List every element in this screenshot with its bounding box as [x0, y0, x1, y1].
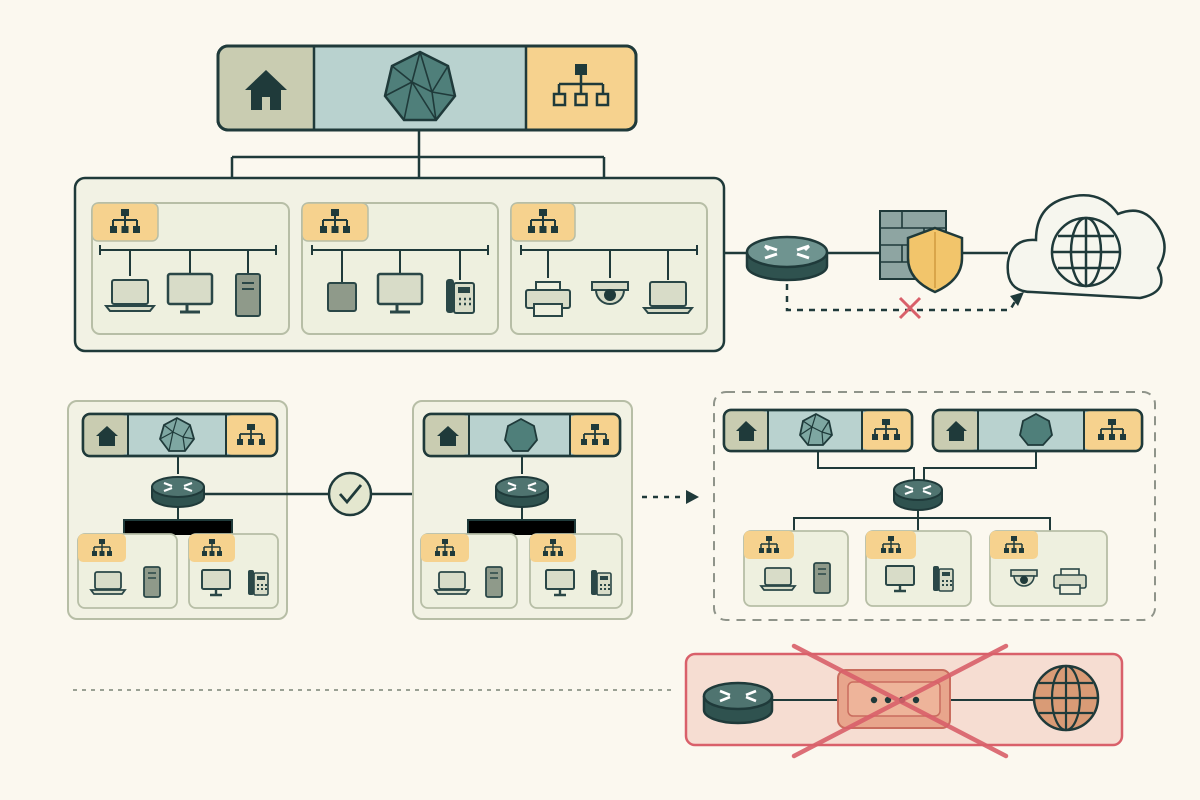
router-icon — [151, 476, 205, 508]
home-icon — [245, 70, 287, 110]
polyhedron-icon — [159, 416, 195, 452]
merged-cluster — [713, 391, 1156, 621]
firewall-shield-icon — [879, 210, 964, 294]
printer-icon — [1053, 568, 1087, 595]
site-b-cluster — [412, 400, 633, 620]
polyhedron-icon — [799, 412, 833, 446]
laptop-icon — [641, 281, 695, 314]
hierarchy-icon — [1004, 536, 1024, 553]
desk-phone-icon — [933, 566, 954, 592]
segment-1 — [91, 202, 290, 335]
laptop-icon — [433, 571, 471, 595]
laptop-icon — [759, 567, 797, 591]
segment-3 — [510, 202, 708, 335]
desk-phone-icon — [446, 279, 475, 314]
router-icon — [702, 681, 774, 725]
polyhedron-icon — [383, 50, 457, 122]
hierarchy-icon — [435, 539, 455, 556]
home-icon — [736, 421, 757, 441]
laptop-icon — [103, 279, 157, 312]
check-icon — [327, 471, 373, 517]
router-icon — [495, 476, 549, 508]
rejected-cross-icon — [791, 643, 1009, 759]
server-tower-icon — [813, 562, 831, 594]
laptop-icon — [89, 571, 127, 595]
hierarchy-icon — [759, 536, 779, 553]
hierarchy-icon — [92, 539, 112, 556]
desk-phone-icon — [248, 570, 269, 596]
hierarchy-icon — [872, 419, 900, 440]
server-tower-icon — [143, 566, 161, 598]
hierarchy-icon — [320, 209, 350, 233]
monitor-icon — [376, 272, 424, 314]
hierarchy-icon — [528, 209, 558, 233]
site-a-cluster — [67, 400, 288, 620]
internet-cloud-icon — [1006, 194, 1166, 300]
internet-globe-icon — [1032, 664, 1100, 732]
blocked-example — [684, 643, 1124, 759]
printer-icon — [525, 281, 571, 317]
merge-arrow — [642, 490, 699, 504]
polyhedron-icon — [504, 417, 538, 452]
hierarchy-icon — [543, 539, 563, 556]
hierarchy-icon — [552, 64, 610, 107]
blocked-bypass-arrow — [785, 284, 1024, 320]
security-camera-icon — [1010, 569, 1038, 587]
server-tower-icon — [485, 566, 503, 598]
security-camera-icon — [591, 281, 629, 305]
uplink-path — [724, 194, 1166, 320]
router-icon — [745, 235, 829, 282]
hierarchy-icon — [237, 424, 265, 445]
polyhedron-icon — [1019, 412, 1053, 446]
hierarchy-icon — [581, 424, 609, 445]
home-icon — [96, 426, 118, 446]
desk-phone-icon — [591, 570, 612, 596]
switch-box-icon — [327, 282, 357, 312]
monitor-icon — [545, 569, 575, 597]
hierarchy-icon — [881, 536, 901, 553]
hierarchy-icon — [110, 209, 140, 233]
monitor-icon — [201, 569, 231, 597]
server-tower-icon — [235, 273, 261, 317]
router-icon — [893, 479, 943, 511]
top-cluster-header — [216, 44, 638, 132]
home-icon — [946, 421, 967, 441]
hierarchy-icon — [202, 539, 222, 556]
segment-2 — [301, 202, 499, 335]
home-icon — [437, 426, 459, 446]
monitor-icon — [166, 272, 214, 314]
hierarchy-icon — [1098, 419, 1126, 440]
monitor-icon — [885, 565, 915, 593]
